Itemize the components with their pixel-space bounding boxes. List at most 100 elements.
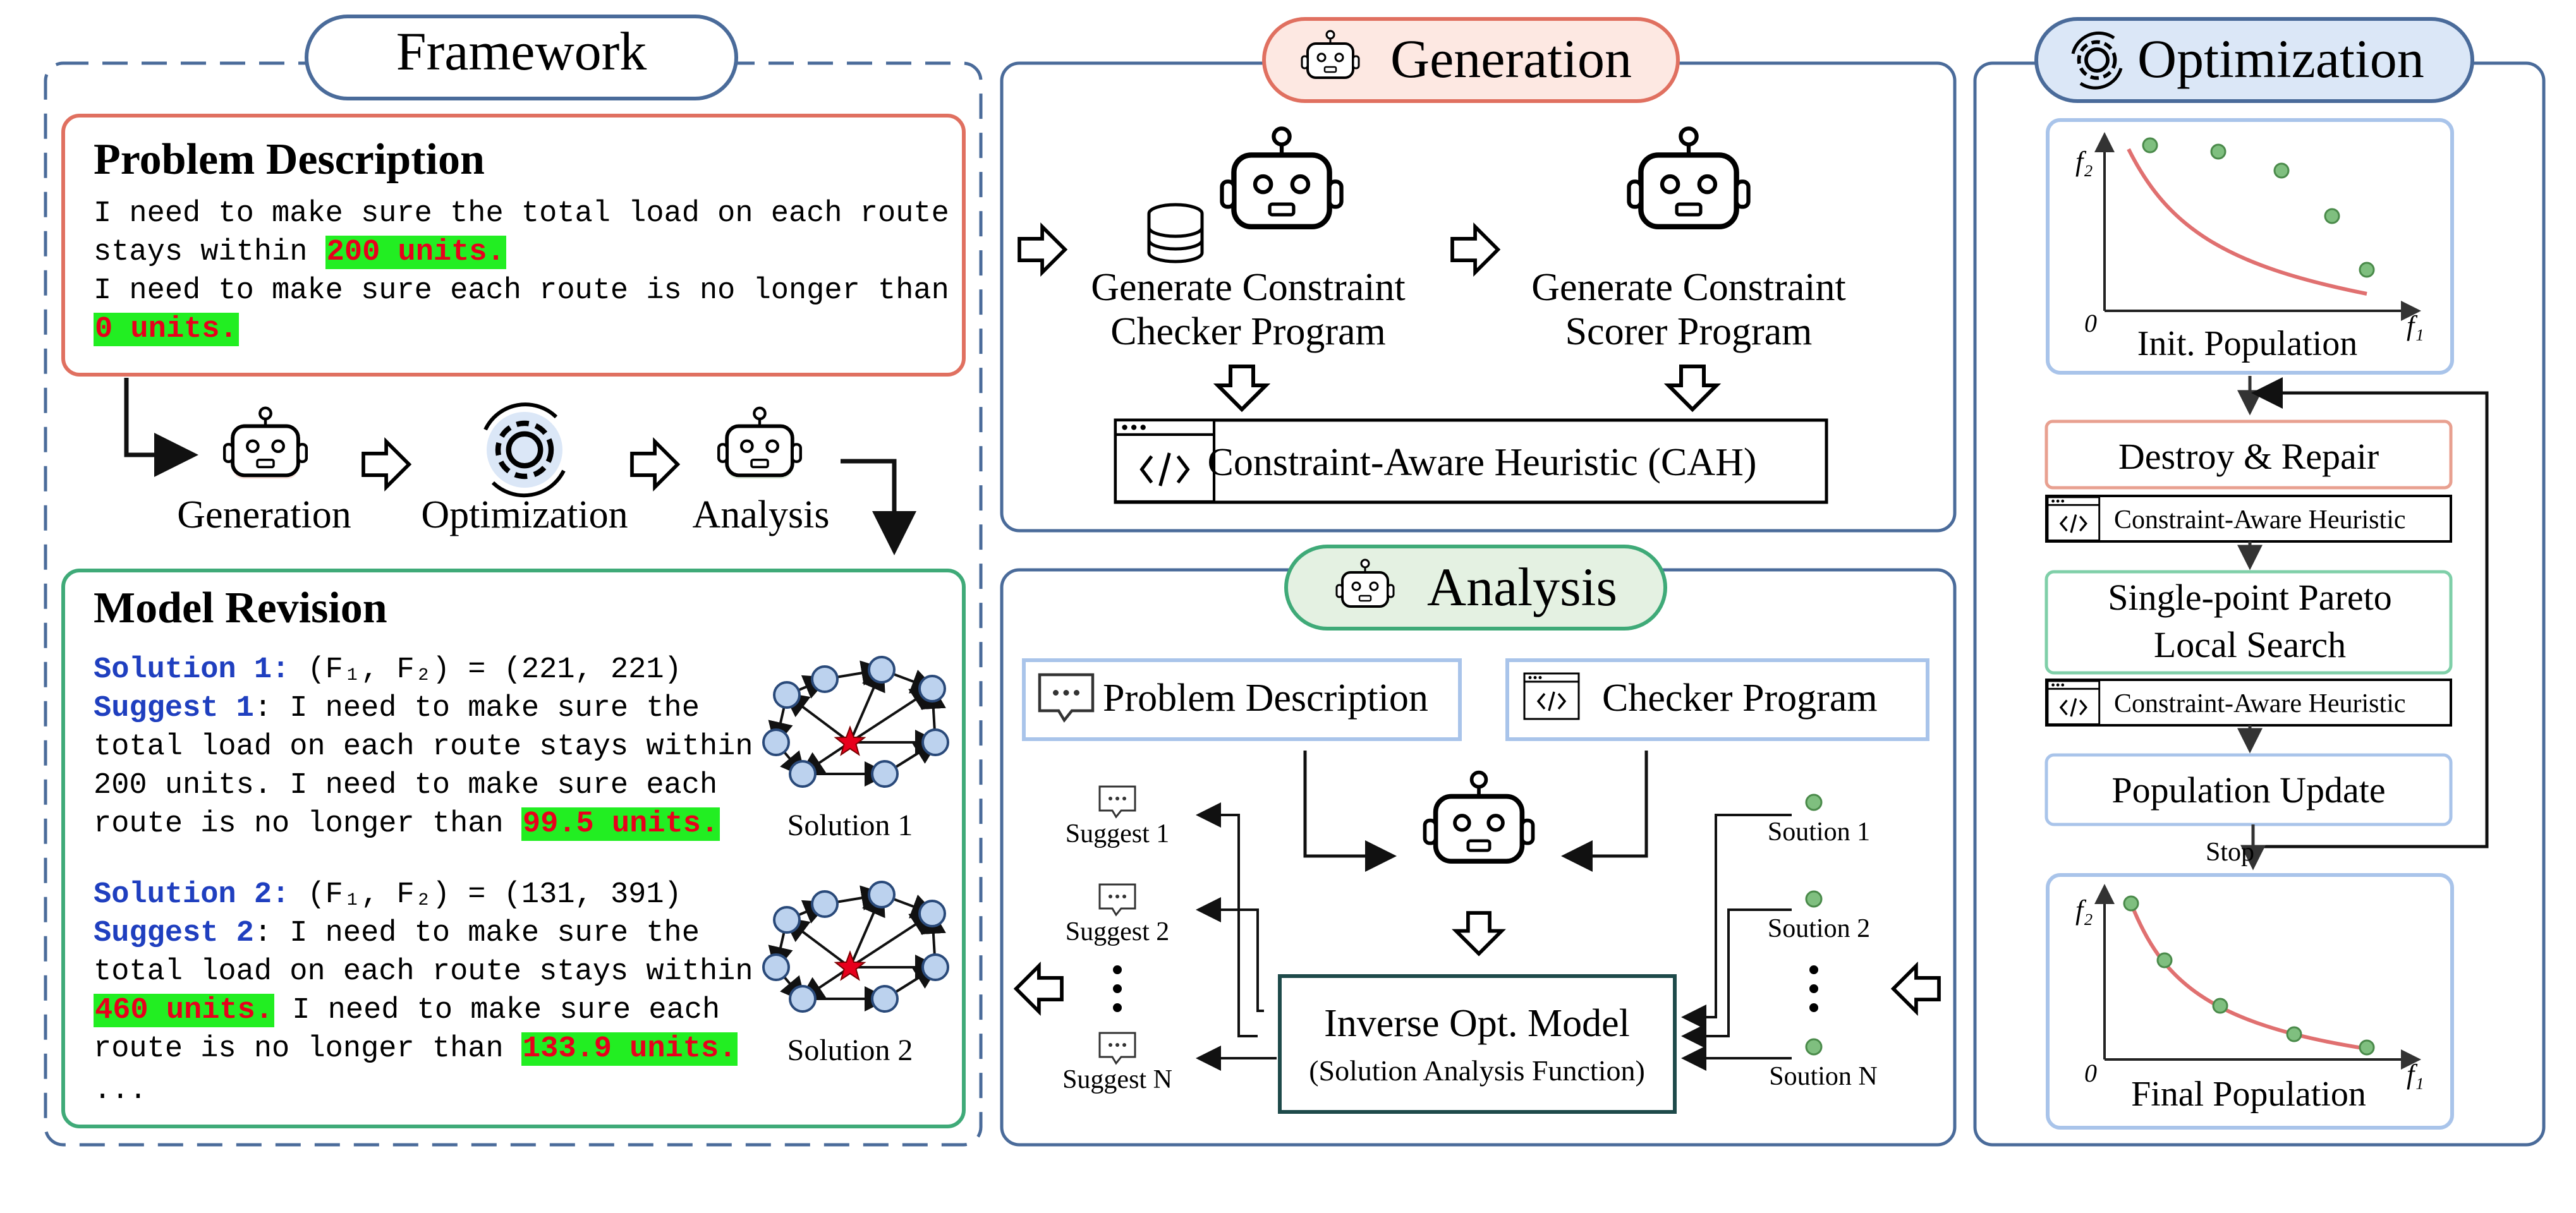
robot-down-arrow [1456,913,1502,954]
suggest-2-line-4-pre: route is no longer than [94,1032,521,1066]
cah-code-icon [1115,420,1214,502]
checker-label-line1: Generate Constraint [1091,266,1406,309]
cah-small-code-icon-2 [2046,680,2101,726]
cah-box [1114,418,1828,504]
generation-robot-outline [224,408,307,476]
scorer-label-line1: Generate Constraint [1531,266,1846,309]
flow-arrow-2 [632,442,677,487]
analysis-output-arrow [1016,966,1062,1011]
final-point [2359,1039,2375,1056]
population-update-box [2044,753,2453,826]
gear-cycle-arc-bottom [491,469,566,498]
solution-1-dot [1805,794,1823,811]
customer-node [918,675,946,703]
problem-description-title: Problem Description [94,135,485,184]
init-origin-label: 0 [2084,309,2097,337]
generation-title: Generation [1390,28,1632,89]
solution-1-graph [762,656,949,788]
to-suggest-1-arrow [1196,802,1258,1037]
solution-1-caption: Solution 1 [787,809,913,842]
revision-ellipsis: ... [94,1074,147,1107]
scorer-robot-icon [1629,128,1749,226]
suggest-2-label: Suggest 2 [1066,917,1170,946]
checker-label-line2: Checker Program [1110,310,1386,353]
gear-cycle-arc-top [483,402,558,431]
customer-node [773,681,801,709]
local-search-box [2044,570,2453,675]
init-pareto-curve [2127,148,2367,296]
solution-1-header: Solution 1: (F₁, F₂) = (221, 221) [94,651,682,689]
solution-1-to-model-arrow [1681,814,1792,1030]
problem-text-line-2-pre: stays within [94,236,325,269]
cah-small-code-icon-1 [2046,496,2101,542]
customer-node [871,760,899,788]
solution-2-graph [762,881,949,1013]
suggest-1-line-4: route is no longer than 99.5 units. [94,805,720,843]
customer-node [921,953,949,981]
final-origin-label: 0 [2084,1059,2097,1087]
problem-text-line-3: I need to make sure each route is no lon… [94,274,949,308]
solution-1-formula: (F₁, F₂) = (221, 221) [289,653,682,687]
problem-to-generation-arrow [124,378,198,477]
flow-label-generation: Generation [177,493,351,536]
length-highlight: 0 units. [94,313,239,346]
local-search-label-line1: Single-point Pareto [2108,577,2391,618]
solution-n-label: Soution N [1769,1062,1878,1091]
final-population-chart: f₂ 0 f₁ [2075,884,2424,1090]
suggest-2-line-1: Suggest 2: I need to make sure the [94,914,700,953]
init-point [2142,137,2158,154]
init-f1-label: f₁ [2407,310,2424,341]
checker-robot-icon [1222,128,1342,226]
suggest-1-label: Suggest 1 [1066,819,1170,848]
init-point [2324,208,2340,224]
destroy-repair-label: Destroy & Repair [2118,436,2379,477]
solution-2-formula: (F₁, F₂) = (131, 391) [289,878,682,912]
flow-label-analysis: Analysis [693,493,830,536]
inverse-opt-box [1278,974,1677,1114]
customer-node [789,985,817,1013]
suggest-2-label: Suggest 2 [94,917,254,950]
title-gear-arc [2071,31,2115,54]
analysis-to-revision-arrow [841,459,916,555]
scorer-down-arrow [1668,366,1716,409]
solution-1-label: Soution 1 [1768,818,1870,847]
local-search-label-line2: Local Search [2154,624,2346,665]
model-revision-title: Model Revision [94,584,387,632]
checker-down-arrow [1218,366,1266,409]
route-edge [849,910,937,969]
analysis-title: Analysis [1427,557,1617,617]
init-point [2359,262,2375,278]
suggest-2-line-4: route is no longer than 133.9 units. [94,1030,738,1068]
problem-text-line-4: 0 units. [94,310,239,349]
final-pareto-curve [2129,902,2367,1051]
cah-small-box-1 [2045,495,2452,543]
generation-input-arrow [1019,227,1065,272]
depot-star-icon [834,950,866,981]
customer-node [789,760,817,788]
analysis-title-pill [1284,545,1667,631]
problem-description-box [61,114,966,377]
generation-title-pill [1262,17,1680,103]
scorer-label-line2: Scorer Program [1565,310,1813,353]
suggest-2-line-3: 460 units. I need to make sure each [94,991,720,1030]
checker-code-icon [1523,672,1580,720]
analysis-problem-box [1022,658,1462,741]
final-point [2156,952,2173,969]
analysis-checker-label: Checker Program [1602,677,1878,720]
suggest-2-icon [1098,883,1136,916]
generation-mid-arrow [1452,227,1498,272]
customer-node [868,656,896,684]
suggest-1-line-2: total load on each route stays within [94,730,753,764]
init-point [2210,143,2227,160]
suggest-ellipsis-dot [1113,984,1122,993]
analysis-robot-icon [719,408,801,476]
suggest-2-line-2: total load on each route stays within [94,955,753,989]
suggest-n-label: Suggest N [1062,1065,1172,1094]
solution-ellipsis-dot [1809,965,1818,974]
framework-title: Framework [396,21,647,81]
solution-2-header: Solution 2: (F₁, F₂) = (131, 391) [94,876,682,914]
cah-small-label-2: Constraint-Aware Heuristic [2114,689,2406,718]
suggest-1-line-1-text: : I need to make sure the [253,692,700,725]
